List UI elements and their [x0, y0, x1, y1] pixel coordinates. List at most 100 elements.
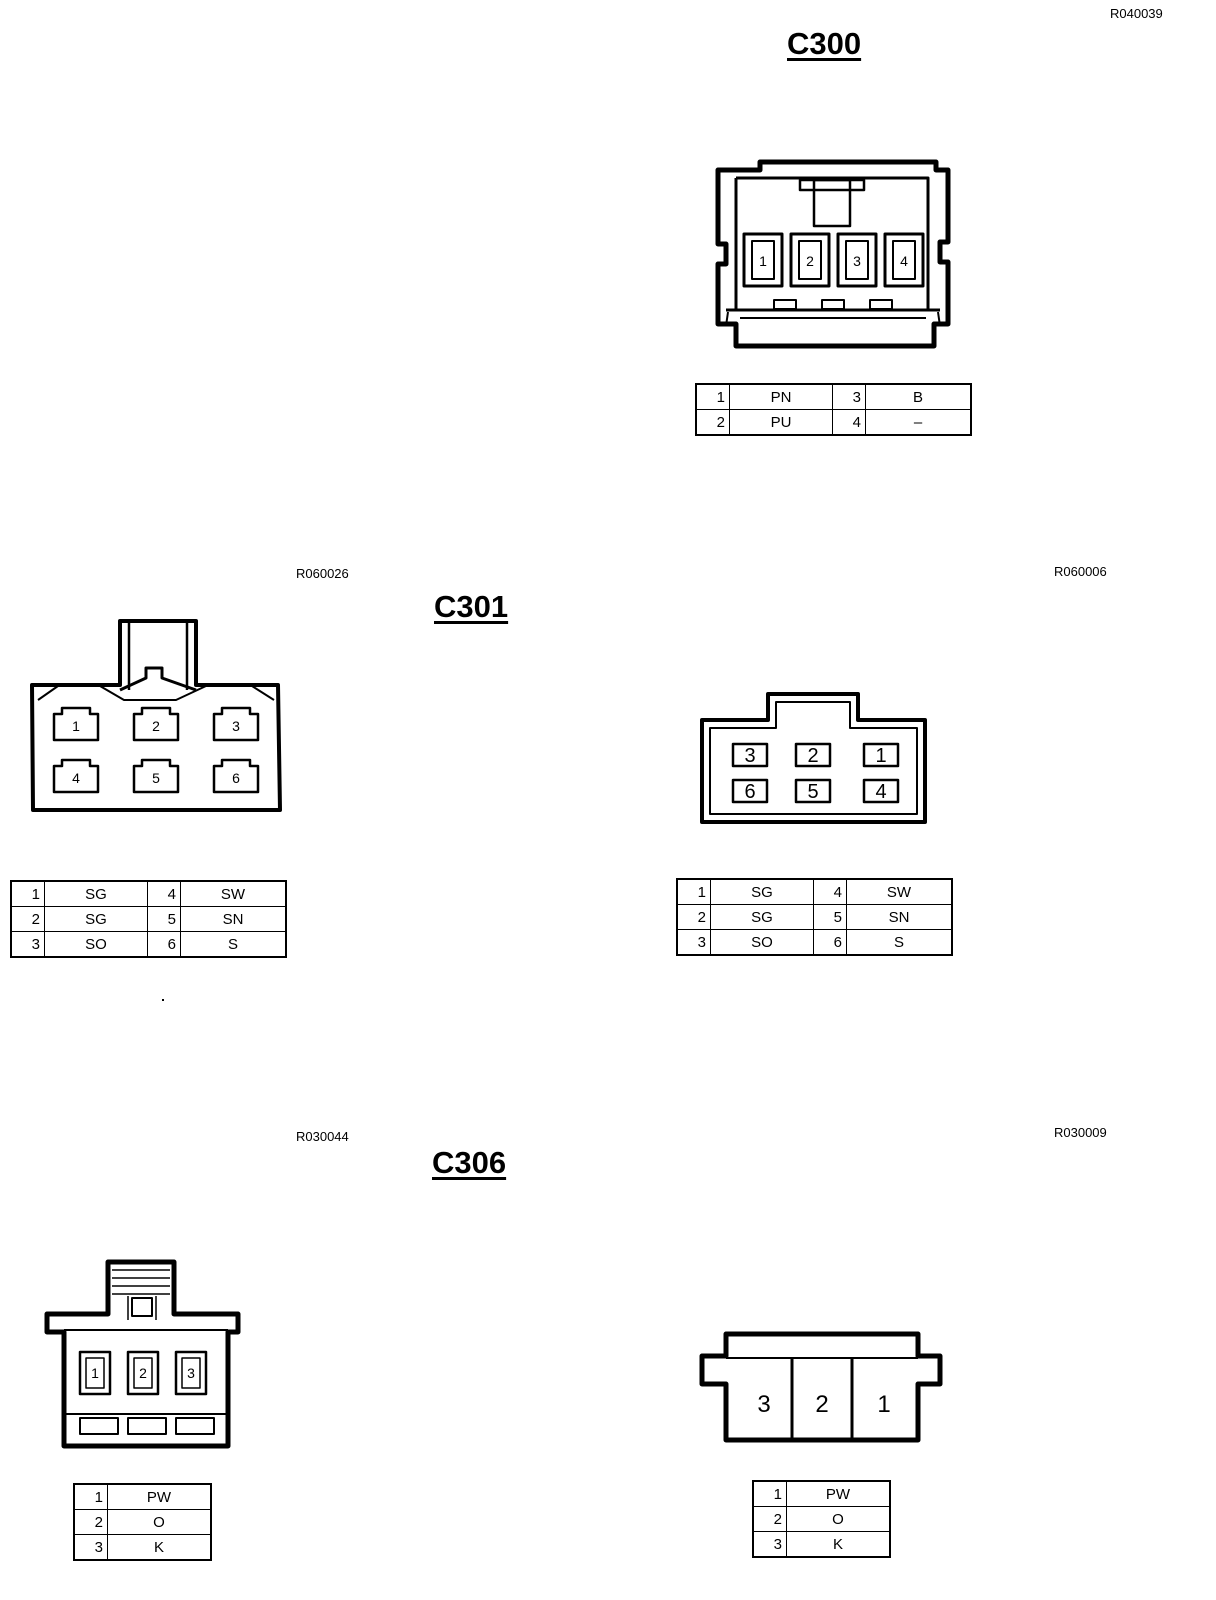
pin-number: 3: [752, 1531, 787, 1558]
pin-number: 1: [752, 1480, 787, 1507]
pin-number: 5: [147, 906, 181, 932]
pin-number: 3: [832, 383, 866, 410]
pin-number: 4: [147, 880, 181, 907]
pin-number: 2: [752, 1506, 787, 1532]
c301-left-pin-cavity: [52, 706, 100, 742]
c306-left-pin-cavity: [174, 1350, 208, 1396]
pin-number: 3: [73, 1534, 108, 1561]
pin-number: 2: [695, 409, 730, 436]
c306-left-connector-housing: [44, 1259, 241, 1449]
wire-color: –: [865, 409, 972, 436]
wire-color: O: [107, 1509, 212, 1535]
wire-color: SO: [710, 929, 814, 956]
table-row: 1 SG 4 SW: [676, 878, 953, 905]
table-row: 1 PW: [752, 1480, 891, 1507]
pin-number: 1: [676, 878, 711, 905]
table-row: 3 SO 6 S: [676, 929, 953, 956]
wire-color: SW: [846, 878, 953, 905]
pin-number: 4: [832, 409, 866, 436]
pin-number: 3: [676, 929, 711, 956]
c301-right-pin-cavity: [794, 742, 832, 768]
wire-color: O: [786, 1506, 891, 1532]
wire-color: K: [107, 1534, 212, 1561]
c300-pin-label: 2: [806, 253, 814, 269]
c300-pin-label: 1: [759, 253, 767, 269]
pin-number: 4: [813, 878, 847, 905]
wire-color: PW: [107, 1483, 212, 1510]
table-row: 3 K: [752, 1531, 891, 1558]
c306-right-pin-label: 1: [877, 1391, 890, 1418]
table-row: 2 SG 5 SN: [10, 906, 287, 932]
c306-right-pin-label: 2: [815, 1391, 828, 1418]
c306-right-pin-label: 3: [757, 1391, 770, 1418]
pin-number: 6: [813, 929, 847, 956]
c301-right-connector-housing: [700, 692, 927, 824]
c306-right-pin-table: 1 PW 2 O 3 K: [752, 1480, 891, 1558]
c306-left-pin-label: 1: [91, 1365, 99, 1381]
wire-color: S: [846, 929, 953, 956]
title-c306: C306: [432, 1145, 507, 1180]
c301-left-pin-label: 2: [152, 718, 160, 734]
wire-color: S: [180, 931, 287, 958]
c300-pin-cavity: [789, 232, 831, 288]
pin-number: 3: [10, 931, 45, 958]
pin-number: 2: [676, 904, 711, 930]
c300-pin-cavity: [836, 232, 878, 288]
c301-left-pin-label: 1: [72, 718, 80, 734]
table-row: 2 O: [73, 1509, 212, 1535]
c300-pin-label: 4: [900, 253, 908, 269]
c301-left-connector-housing: [30, 619, 282, 812]
wire-color: SG: [710, 904, 814, 930]
c300-pin-label: 3: [853, 253, 861, 269]
c300-pin-cavity: [883, 232, 925, 288]
wire-color: SO: [44, 931, 148, 958]
c301-right-pin-label: 4: [875, 781, 886, 803]
pin-number: 1: [10, 880, 45, 907]
c301-left-pin-label: 4: [72, 770, 80, 786]
c306-left-pin-label: 2: [139, 1365, 147, 1381]
c301-right-pin-label: 2: [807, 745, 818, 767]
table-row: 1 PN 3 B: [695, 383, 972, 410]
table-row: 3 K: [73, 1534, 212, 1561]
title-c300: C300: [787, 26, 862, 61]
table-row: 2 PU 4 –: [695, 409, 972, 436]
c301-left-pin-cavity: [52, 758, 100, 794]
ref-code-r060006: R060006: [1054, 564, 1107, 579]
wire-color: SN: [180, 906, 287, 932]
c301-right-pin-label: 1: [875, 745, 886, 767]
c300-pin-cavity: [742, 232, 784, 288]
wire-color: SN: [846, 904, 953, 930]
c301-right-pin-cavity: [862, 742, 900, 768]
c301-right-pin-label: 5: [807, 781, 818, 803]
c301-left-pin-label: 6: [232, 770, 240, 786]
wire-color: PN: [729, 383, 833, 410]
c301-left-pin-label: 5: [152, 770, 160, 786]
c301-left-pin-label: 3: [232, 718, 240, 734]
c306-left-pin-cavity: [126, 1350, 160, 1396]
wire-color: SG: [44, 880, 148, 907]
c306-left-pin-table: 1 PW 2 O 3 K: [73, 1483, 212, 1561]
c300-pin-table: 1 PN 3 B 2 PU 4 –: [695, 383, 972, 436]
c300-connector-housing: [715, 159, 951, 349]
pin-number: 2: [73, 1509, 108, 1535]
c301-right-pin-label: 6: [744, 781, 755, 803]
ref-code-r030044: R030044: [296, 1129, 349, 1144]
table-row: 1 SG 4 SW: [10, 880, 287, 907]
title-c301: C301: [434, 589, 509, 624]
table-row: 1 PW: [73, 1483, 212, 1510]
pin-number: 1: [73, 1483, 108, 1510]
c301-left-pin-cavity: [132, 706, 180, 742]
wire-color: SG: [710, 878, 814, 905]
c301-left-pin-cavity: [212, 706, 260, 742]
wire-color: SW: [180, 880, 287, 907]
table-row: 2 O: [752, 1506, 891, 1532]
pin-number: 2: [10, 906, 45, 932]
c301-right-pin-cavity: [731, 742, 769, 768]
stray-mark: [162, 999, 164, 1001]
table-row: 3 SO 6 S: [10, 931, 287, 958]
wire-color: B: [865, 383, 972, 410]
c301-right-pin-table: 1 SG 4 SW 2 SG 5 SN 3 SO 6 S: [676, 878, 953, 956]
c306-right-connector-housing: [699, 1331, 943, 1443]
c301-right-pin-cavity: [794, 778, 832, 804]
